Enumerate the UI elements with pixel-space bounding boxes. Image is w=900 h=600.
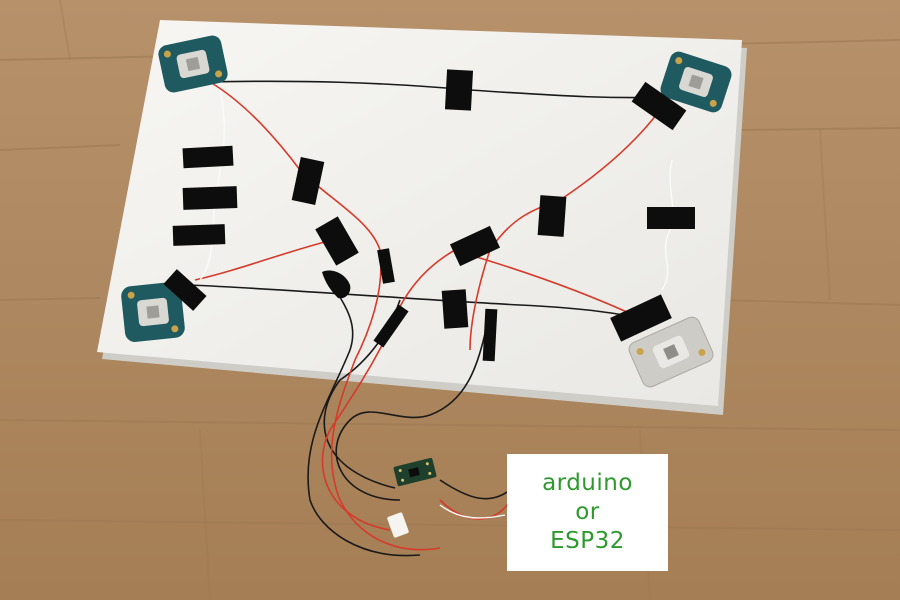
callout-line-2: or (575, 499, 600, 525)
tape-piece (322, 270, 351, 299)
tape-pieces (163, 69, 695, 362)
tape-piece (163, 269, 207, 311)
red-wires (194, 81, 661, 551)
load-cell-bottom-right (628, 316, 714, 388)
white-connector (387, 512, 409, 538)
hx711-board (393, 457, 437, 487)
tape-piece (315, 216, 359, 266)
tape-piece (610, 294, 672, 342)
tape-piece (373, 304, 409, 348)
tape-piece (647, 207, 695, 229)
callout-line-1: arduino (542, 470, 633, 496)
tape-piece (182, 186, 238, 210)
tape-piece (631, 81, 687, 131)
tape-piece (291, 156, 325, 206)
tape-piece (482, 308, 498, 362)
tape-piece (182, 145, 234, 169)
load-cell-top-left (158, 35, 228, 93)
tape-piece (441, 289, 469, 329)
tape-piece (444, 69, 474, 111)
tape-piece (537, 195, 567, 237)
tape-piece (172, 224, 226, 246)
tape-piece (449, 225, 501, 267)
arduino-esp32-label: arduino or ESP32 (507, 454, 668, 571)
callout-line-3: ESP32 (550, 528, 625, 554)
load-cell-bottom-left (121, 282, 185, 342)
tape-piece (377, 248, 395, 284)
load-cell-top-right (660, 51, 732, 113)
white-board (97, 20, 747, 415)
